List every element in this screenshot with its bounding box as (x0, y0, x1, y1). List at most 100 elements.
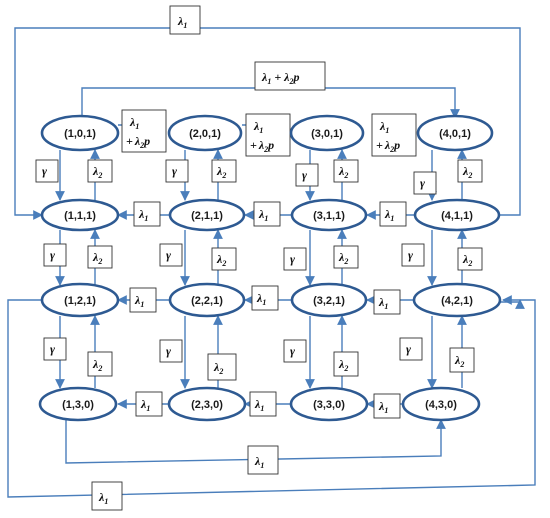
node-3-1-1: (3,1,1) (290, 198, 368, 232)
node-2-1-1: (2,1,1) (168, 198, 246, 232)
label-lambda1-421-321: λ1 (373, 289, 401, 315)
label-lambda2-330-321: λ2 (333, 351, 359, 377)
svg-text:+λ2p: +λ2p (250, 138, 274, 154)
svg-text:λ2: λ2 (216, 252, 226, 268)
label-gamma-221-230: γ (159, 339, 183, 363)
svg-text:(2,2,1): (2,2,1) (191, 295, 223, 307)
node-2-2-1: (2,2,1) (168, 282, 246, 318)
svg-text:λ1: λ1 (258, 207, 268, 223)
svg-text:λ1: λ1 (134, 293, 144, 309)
label-lambda1-bottom-loop: λ1 (247, 445, 279, 475)
svg-text:λ2: λ2 (338, 250, 348, 266)
label-gamma-401-411: γ (413, 171, 437, 195)
node-4-0-1: (4,0,1) (416, 114, 494, 152)
svg-text:γ: γ (420, 176, 425, 190)
svg-text:+λ2p: +λ2p (376, 138, 400, 154)
arrows (7, 27, 536, 498)
label-lambda1-221-121: λ1 (129, 287, 157, 313)
arrow-outer-top-loop (14, 27, 521, 220)
svg-text:λ2: λ2 (213, 360, 223, 376)
svg-text:(2,0,1): (2,0,1) (189, 128, 221, 140)
svg-text:+λ2p: +λ2p (126, 134, 150, 150)
svg-text:(1,2,1): (1,2,1) (64, 295, 96, 307)
svg-text:(3,1,1): (3,1,1) (313, 210, 345, 222)
svg-text:λ1: λ1 (379, 119, 389, 135)
svg-text:λ1: λ1 (138, 207, 148, 223)
label-lambda1-outer-bottom-loop: λ1 (91, 481, 123, 511)
svg-text:(4,2,1): (4,2,1) (441, 295, 473, 307)
svg-text:λ2: λ2 (92, 357, 102, 373)
node-4-2-1: (4,2,1) (412, 282, 502, 318)
label-gamma-301-311: γ (295, 163, 319, 187)
svg-text:λ1: λ1 (140, 397, 150, 413)
svg-text:λ1+λ2p: λ1+λ2p (261, 70, 300, 86)
label-gamma-101-111: γ (35, 159, 59, 183)
svg-text:λ2: λ2 (462, 252, 472, 268)
label-lambda1-330-230: λ1 (249, 391, 277, 417)
svg-text:γ: γ (50, 248, 55, 262)
svg-text:(3,3,0): (3,3,0) (313, 399, 345, 411)
node-4-1-1: (4,1,1) (413, 198, 501, 232)
svg-text:λ1: λ1 (256, 291, 266, 307)
label-lambda1-211-111: λ1 (133, 201, 161, 227)
svg-text:λ1: λ1 (253, 119, 263, 135)
node-1-3-0: (1,3,0) (38, 386, 118, 422)
label-lambda2-411-401: λ2 (457, 159, 483, 183)
node-3-2-1: (3,2,1) (290, 282, 368, 318)
label-lambda2-230-221: λ2 (207, 353, 237, 381)
node-1-1-1: (1,1,1) (40, 198, 120, 232)
svg-text:λ2: λ2 (454, 353, 464, 369)
svg-text:(4,0,1): (4,0,1) (439, 128, 471, 140)
label-gamma-201-211: γ (165, 159, 189, 183)
svg-text:λ1: λ1 (378, 399, 388, 415)
label-lambda2-211-201: λ2 (211, 159, 237, 183)
svg-text:λ1: λ1 (254, 397, 264, 413)
label-lambda1-321-221: λ1 (251, 285, 279, 311)
svg-text:λ2: λ2 (462, 164, 472, 180)
label-lambda1-430-330: λ1 (373, 393, 401, 419)
svg-text:λ2: λ2 (338, 357, 348, 373)
label-lambda1-plus-lambda2p-201: λ1 +λ2p (245, 113, 291, 157)
svg-text:γ: γ (166, 248, 171, 262)
label-lambda1-plus-lambda2p-301: λ1 +λ2p (371, 113, 417, 157)
svg-text:λ1: λ1 (384, 207, 394, 223)
label-gamma-121-130: γ (43, 337, 67, 361)
svg-text:λ1: λ1 (177, 14, 187, 30)
svg-text:(1,1,1): (1,1,1) (64, 210, 96, 222)
svg-text:γ: γ (290, 344, 295, 358)
svg-text:γ: γ (166, 344, 171, 358)
label-gamma-211-221: γ (159, 243, 183, 267)
svg-text:(1,3,0): (1,3,0) (62, 399, 94, 411)
arrow-right-loop-421 (500, 299, 525, 309)
svg-text:(3,0,1): (3,0,1) (311, 128, 343, 140)
label-gamma-421-430: γ (399, 337, 423, 361)
label-lambda2-130-121: λ2 (87, 351, 113, 377)
svg-text:λ1: λ1 (98, 490, 108, 506)
svg-text:γ: γ (50, 342, 55, 356)
node-3-0-1: (3,0,1) (289, 114, 365, 152)
label-lambda2-111-101: λ2 (87, 159, 113, 183)
node-4-3-0: (4,3,0) (401, 386, 481, 422)
label-gamma-311-321: γ (283, 247, 307, 271)
svg-text:λ2: λ2 (216, 164, 226, 180)
node-1-2-1: (1,2,1) (40, 282, 120, 318)
label-lambda1-plus-lambda2p-101: λ1 +λ2p (121, 109, 167, 153)
label-gamma-411-421: γ (401, 243, 425, 267)
svg-text:γ: γ (172, 164, 177, 178)
svg-text:γ: γ (302, 168, 307, 182)
svg-text:(4,3,0): (4,3,0) (425, 399, 457, 411)
label-lambda1-230-130: λ1 (135, 391, 163, 417)
svg-text:γ: γ (406, 342, 411, 356)
label-lambda1-411-311: λ1 (379, 201, 407, 227)
svg-text:λ2: λ2 (92, 250, 102, 266)
svg-text:λ2: λ2 (338, 164, 348, 180)
label-lambda2-221-211: λ2 (211, 247, 237, 271)
labels: λ1 λ1+λ2p λ1 +λ2p λ1 +λ2p λ1 +λ2p γ λ2 γ… (35, 5, 483, 511)
svg-text:(1,0,1): (1,0,1) (64, 128, 96, 140)
label-lambda1-plus-lambda2p-top: λ1+λ2p (254, 61, 326, 91)
label-lambda2-311-301: λ2 (333, 159, 359, 183)
node-1-0-1: (1,0,1) (40, 114, 120, 152)
svg-text:λ1: λ1 (378, 295, 388, 311)
label-gamma-111-121: γ (43, 243, 67, 267)
